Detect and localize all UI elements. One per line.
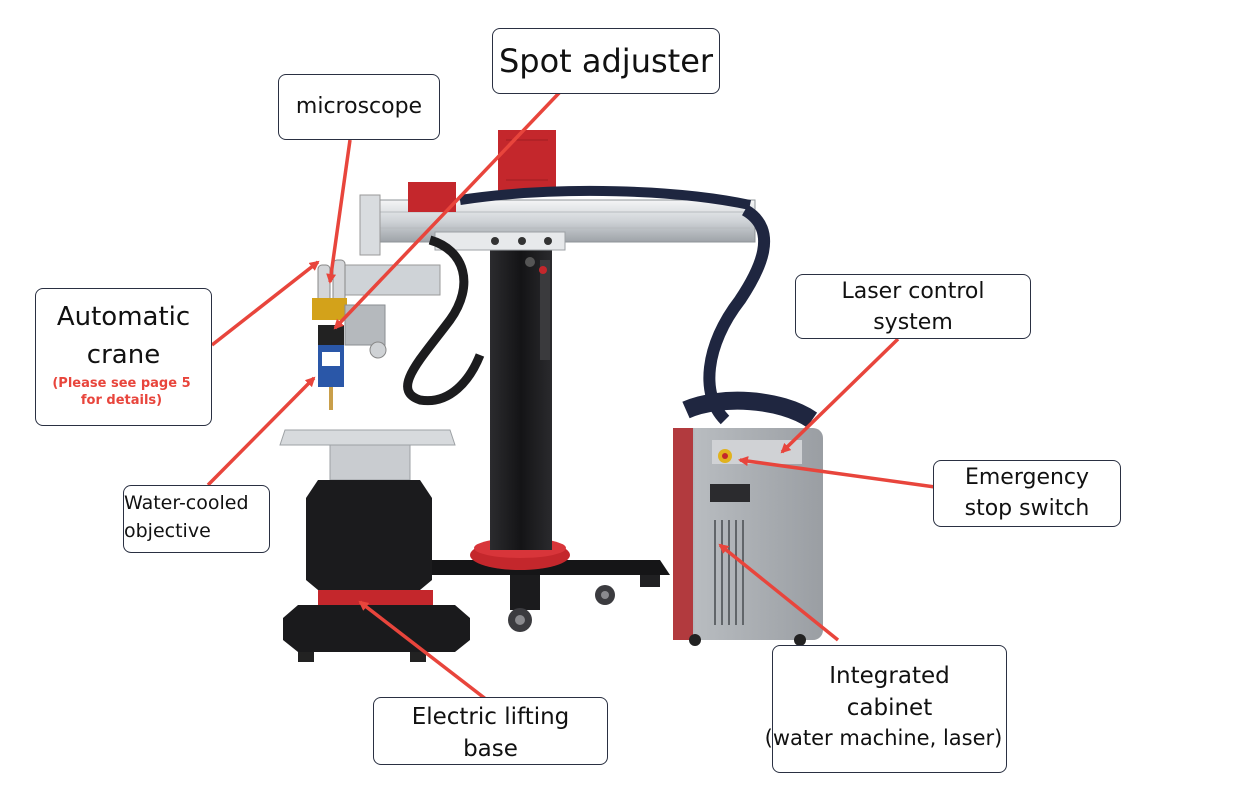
callout-water-cooled-objective: Water-cooled objective [123, 485, 270, 553]
callout-electric-lifting-base: Electric lifting base [373, 697, 608, 765]
arrow-automatic-crane [210, 260, 320, 347]
label-electric-lifting-base: Electric lifting base [411, 704, 570, 763]
callout-integrated-cabinet: Integrated cabinet (water machine, laser… [765, 645, 1007, 773]
label-integrated-cabinet-detail: (water machine, laser) [764, 726, 1003, 751]
callout-laser-control-system: Laser control system [795, 274, 1031, 339]
label-laser-control-system: Laser control system [841, 279, 985, 335]
arrow-microscope [326, 139, 352, 284]
arrow-laser-control-system [780, 337, 900, 454]
integrated-cabinet [673, 391, 823, 646]
callout-automatic-crane: Automatic crane (Please see page 5 for d… [35, 288, 212, 426]
arrow-integrated-cabinet [718, 543, 840, 642]
callout-emergency-stop-switch: Emergency stop switch [933, 460, 1121, 527]
label-emergency-stop-switch: Emergency stop switch [964, 465, 1090, 521]
head-cable [403, 235, 485, 406]
label-automatic-crane: Automatic crane [56, 302, 191, 370]
arrow-electric-lifting-base [358, 600, 489, 702]
label-spot-adjuster: Spot adjuster [498, 42, 714, 80]
machine-cable [703, 204, 771, 425]
callout-arrows [206, 90, 936, 702]
label-automatic-crane-note: (Please see page 5 for details) [52, 376, 191, 408]
lifting-base [279, 429, 470, 662]
arrow-emergency-stop-switch [738, 456, 936, 489]
callout-microscope: microscope [278, 74, 440, 140]
machine-rail [369, 182, 756, 251]
welding-head [312, 194, 441, 410]
label-water-cooled-objective: Water-cooled objective [124, 492, 249, 542]
label-integrated-cabinet: Integrated cabinet [829, 663, 950, 722]
arrow-water-cooled-objective [206, 376, 316, 487]
label-microscope: microscope [295, 94, 423, 119]
callout-spot-adjuster: Spot adjuster [492, 28, 720, 94]
arrow-spot-adjuster [333, 90, 562, 330]
